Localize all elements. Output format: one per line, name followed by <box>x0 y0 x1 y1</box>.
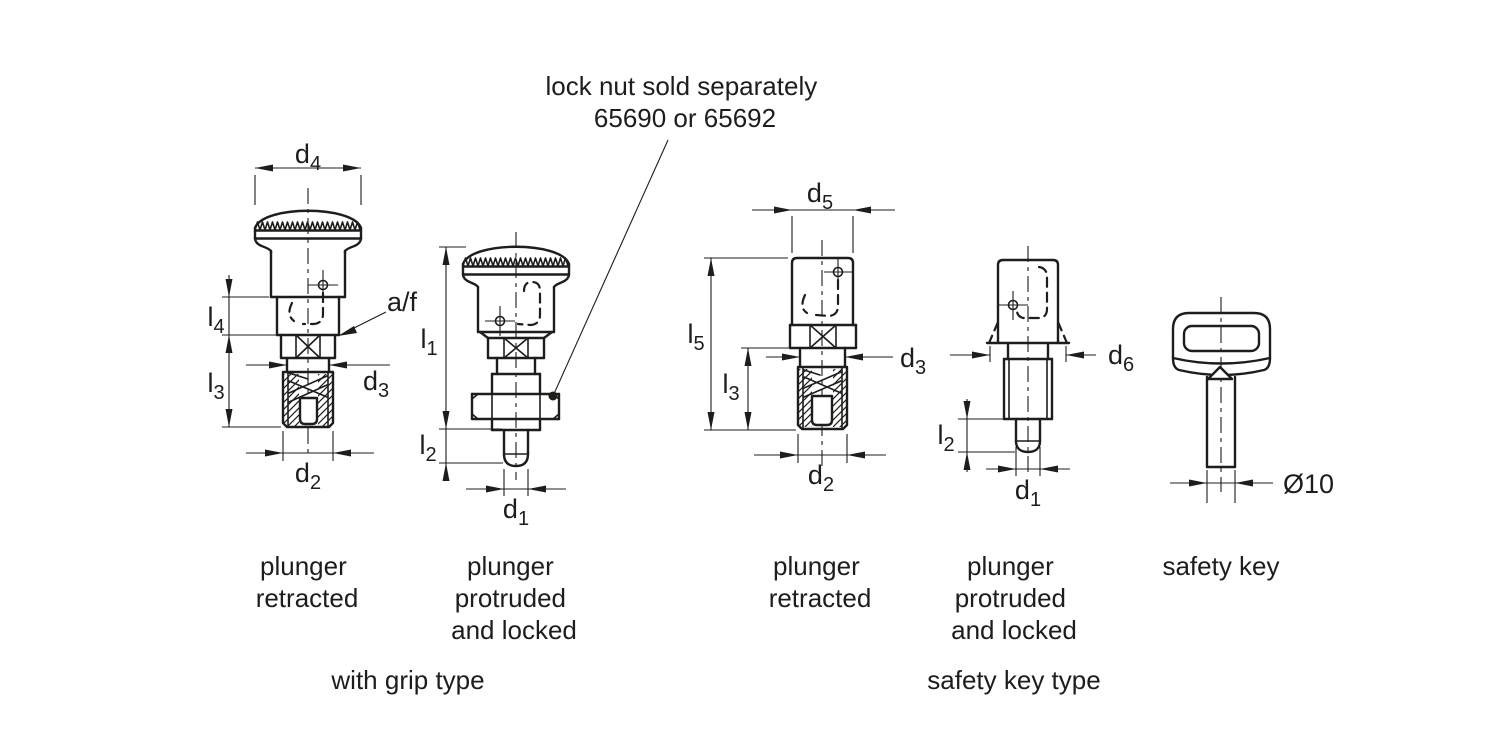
af-arrow-icon <box>338 326 357 336</box>
key-notch <box>1206 365 1234 381</box>
dim-label-l1: l1 <box>420 324 437 360</box>
dim-label-l4: l4 <box>207 302 224 338</box>
dim-label-dia10: Ø10 <box>1283 469 1334 499</box>
plunger-tip <box>502 452 530 468</box>
leader-line <box>552 139 669 397</box>
knurl-teeth <box>254 221 361 231</box>
key-head-hole <box>1182 324 1261 353</box>
dim-label-af: a/f <box>387 287 418 317</box>
dim-label-l3: l3 <box>207 368 224 404</box>
figure-safety-key: Ø10 <box>1170 297 1334 503</box>
inner-plunger <box>298 396 319 426</box>
plunger-tip <box>1014 439 1042 454</box>
hex-cross-mark <box>809 324 837 349</box>
figure-plunger-retracted-grip: d4 l4 l3 d3 d2 a/f <box>207 139 417 494</box>
knurl-teeth <box>462 257 569 267</box>
flare-hidden-line <box>987 320 1069 345</box>
caption-safetykey-protruded: plunger protruded and locked <box>951 551 1077 645</box>
caption-safetykey-retracted: plunger retracted <box>769 551 872 613</box>
hex-cross-mark <box>295 334 321 359</box>
lock-nut-note: lock nut sold separately 65690 or 65692 <box>546 71 825 401</box>
dim-label-d3: d3 <box>363 366 389 402</box>
caption-grip-protruded: plunger protruded and locked <box>451 551 577 645</box>
captions: plunger retracted plunger protruded and … <box>256 551 1280 695</box>
j-slot-hidden-line <box>814 278 840 318</box>
dim-label-d2: d2 <box>808 460 834 496</box>
hex-cross-mark <box>503 337 529 359</box>
caption-safety-key: safety key <box>1162 551 1279 581</box>
dim-label-l2: l2 <box>937 420 954 456</box>
dim-label-d1: d1 <box>1015 475 1041 511</box>
group-label-grip-type: with grip type <box>330 665 484 695</box>
j-slot-hidden-line <box>516 280 542 327</box>
dim-label-l5: l5 <box>687 319 704 355</box>
inner-plunger <box>810 394 834 427</box>
figure-plunger-retracted-safetykey: d5 l5 l3 d3 d2 <box>687 178 926 496</box>
dim-label-d3: d3 <box>900 343 926 379</box>
dim-label-d6: d6 <box>1108 340 1134 376</box>
spring-coils <box>288 372 328 403</box>
key-head <box>1171 311 1272 377</box>
figure-plunger-protruded-grip: l1 l2 d1 <box>419 232 571 530</box>
dim-label-l2: l2 <box>419 430 436 466</box>
caption-grip-retracted: plunger retracted <box>256 551 359 613</box>
j-slot-hidden-line <box>301 291 325 326</box>
dim-label-d5: d5 <box>807 178 833 214</box>
dim-label-d2: d2 <box>295 458 321 494</box>
note-text: lock nut sold separately 65690 or 65692 <box>546 71 825 133</box>
dim-label-d4: d4 <box>295 139 321 175</box>
dim-label-l3: l3 <box>722 369 739 405</box>
j-slot-hidden-line <box>1015 265 1049 320</box>
group-label-safety-key-type: safety key type <box>927 665 1100 695</box>
figure-plunger-protruded-safetykey: d6 l2 d1 <box>937 246 1134 511</box>
spring-coils <box>803 369 842 398</box>
dim-label-d1: d1 <box>503 494 529 530</box>
lock-nut <box>470 392 561 421</box>
